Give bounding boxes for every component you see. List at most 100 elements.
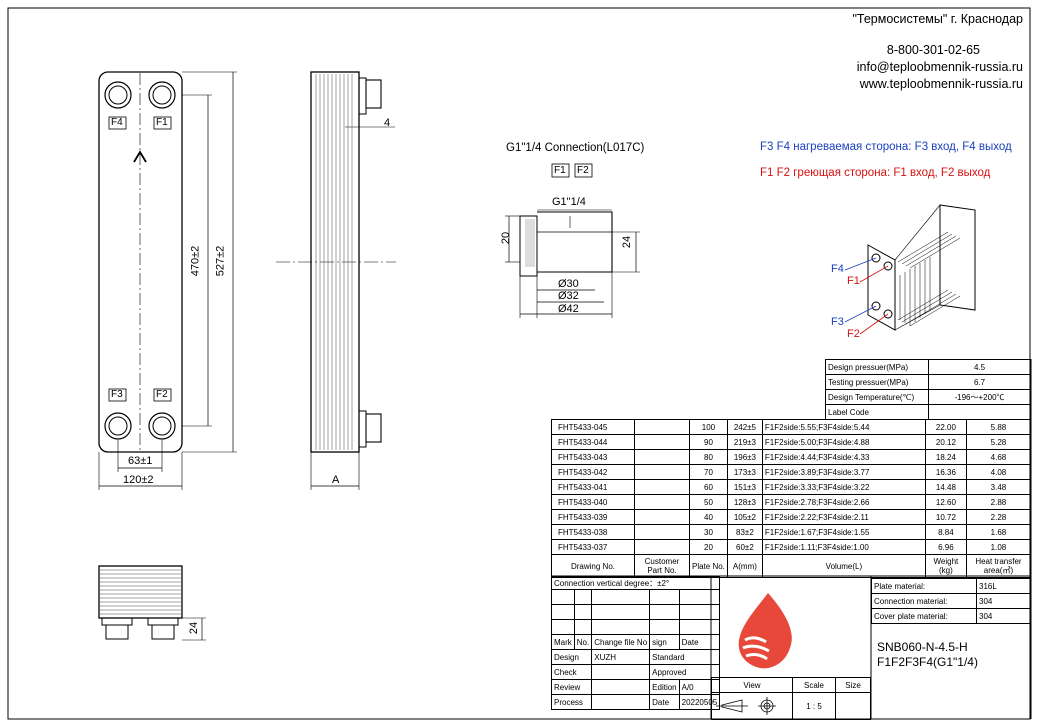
cell-plates: 80 <box>689 449 728 465</box>
dim-4: 4 <box>384 117 391 129</box>
dim-63: 63±1 <box>128 455 153 467</box>
cell-weight: 20.12 <box>924 434 967 450</box>
cell-plates: 30 <box>689 524 728 540</box>
cell-area: 3.48 <box>965 479 1032 495</box>
cell-area: 2.28 <box>965 509 1032 525</box>
model-line-2: F1F2F3F4(G1"1/4) <box>877 655 978 669</box>
cell-weight: 18.24 <box>924 449 967 465</box>
cell-plates: 70 <box>689 464 728 480</box>
spec-row: Design Temperature(℃)-196～+200℃ <box>825 389 1031 405</box>
thread-label: G1"1/4 <box>552 196 586 208</box>
cell-a: 196±3 <box>726 449 763 465</box>
email-link[interactable]: info@teploobmennik-russia.ru <box>856 60 1023 74</box>
dim-d30: Ø30 <box>558 278 579 290</box>
connection-top <box>365 79 382 109</box>
cell-customer <box>634 419 690 435</box>
cell-customer <box>634 449 690 465</box>
cell-area: 5.28 <box>965 434 1032 450</box>
dim-24-bottom: 24 <box>188 621 201 635</box>
materials-table: Plate material:316L Connection material:… <box>871 578 1031 624</box>
cell-drawing: FHT5433-041 <box>551 479 635 495</box>
cell-area: 5.88 <box>965 419 1032 435</box>
cell-customer <box>634 539 690 555</box>
cell-drawing: FHT5433-037 <box>551 539 635 555</box>
connection-bottom <box>365 413 382 443</box>
dim-20: 20 <box>500 231 513 245</box>
cell-a: 151±3 <box>726 479 763 495</box>
dim-d42: Ø42 <box>558 303 579 315</box>
cell-plates: 90 <box>689 434 728 450</box>
cell-customer <box>634 494 690 510</box>
connection-tag-f1: F1 <box>554 165 566 176</box>
port-f4-circle <box>104 81 132 109</box>
connection-tag-f2: F2 <box>577 165 589 176</box>
cell-drawing: FHT5433-042 <box>551 464 635 480</box>
port-f3-circle <box>104 412 132 440</box>
cell-volume: F1F2side:5.00;F3F4side:4.88 <box>761 434 926 450</box>
front-plate-outline <box>98 71 183 453</box>
port-label-f2: F2 <box>156 389 168 400</box>
cell-weight: 8.84 <box>924 524 967 540</box>
cell-drawing: FHT5433-043 <box>551 449 635 465</box>
cell-drawing: FHT5433-045 <box>551 419 635 435</box>
spec-row: Testing pressuer(MPa)6.7 <box>825 374 1031 390</box>
dim-527: 527±2 <box>214 245 227 277</box>
cell-volume: F1F2side:2.22;F3F4side:2.11 <box>761 509 926 525</box>
cell-customer <box>634 464 690 480</box>
cell-a: 242±5 <box>726 419 763 435</box>
port-f4-inner <box>108 85 128 105</box>
cell-weight: 14.48 <box>924 479 967 495</box>
dim-120: 120±2 <box>123 474 154 486</box>
port-f3-inner <box>108 416 128 436</box>
heated-side-note: F3 F4 нагреваемая сторона: F3 вход, F4 в… <box>760 141 1012 153</box>
dim-470: 470±2 <box>189 245 202 277</box>
side-view <box>276 71 396 490</box>
cell-plates: 20 <box>689 539 728 555</box>
port-f2-inner <box>152 416 172 436</box>
cell-plates: 50 <box>689 494 728 510</box>
cell-a: 60±2 <box>726 539 763 555</box>
spec-row: Design pressuer(MPa)4.5 <box>825 359 1031 375</box>
cell-a: 173±3 <box>726 464 763 480</box>
cell-volume: F1F2side:5.55;F3F4side:5.44 <box>761 419 926 435</box>
cell-drawing: FHT5433-039 <box>551 509 635 525</box>
cell-area: 4.68 <box>965 449 1032 465</box>
phone-number: 8-800-301-02-65 <box>886 43 980 57</box>
dim-a: A <box>332 474 340 486</box>
port-label-f1: F1 <box>156 117 168 128</box>
website-link[interactable]: www.teploobmennik-russia.ru <box>859 77 1023 91</box>
iso-label-f4: F4 <box>831 263 844 275</box>
cell-plates: 100 <box>689 419 728 435</box>
cell-a: 83±2 <box>726 524 763 540</box>
flow-arrow-icon <box>133 150 147 163</box>
cell-weight: 16.36 <box>924 464 967 480</box>
cell-volume: F1F2side:4.44;F3F4side:4.33 <box>761 449 926 465</box>
cell-a: 219±3 <box>726 434 763 450</box>
cell-drawing: FHT5433-038 <box>551 524 635 540</box>
iso-label-f1: F1 <box>847 275 860 287</box>
cell-weight: 6.96 <box>924 539 967 555</box>
dim-d32: Ø32 <box>558 290 579 302</box>
connection-detail <box>505 163 640 318</box>
cell-area: 1.08 <box>965 539 1032 555</box>
cell-area: 1.68 <box>965 524 1032 540</box>
cell-customer <box>634 479 690 495</box>
cell-weight: 12.60 <box>924 494 967 510</box>
cell-customer <box>634 509 690 525</box>
front-view <box>98 71 237 490</box>
cell-weight: 10.72 <box>924 509 967 525</box>
cell-customer <box>634 524 690 540</box>
cell-volume: F1F2side:3.89;F3F4side:3.77 <box>761 464 926 480</box>
company-logo <box>738 593 792 669</box>
cell-drawing: FHT5433-040 <box>551 494 635 510</box>
spec-row: Label Code <box>825 404 1031 420</box>
